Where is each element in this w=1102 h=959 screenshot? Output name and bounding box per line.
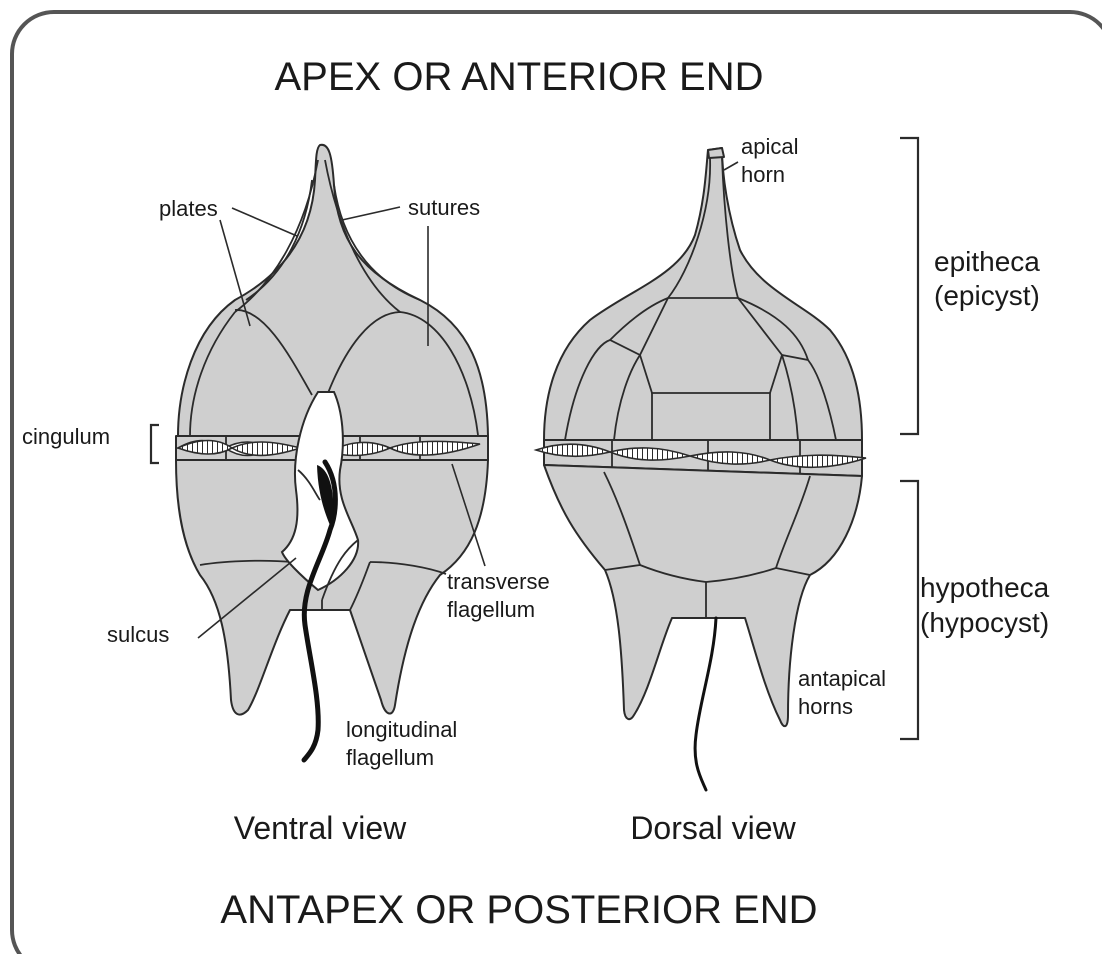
label-longitudinal-2: flagellum bbox=[346, 745, 434, 770]
label-sulcus: sulcus bbox=[107, 622, 169, 647]
label-epitheca-1: epitheca bbox=[934, 246, 1040, 277]
top-label: APEX OR ANTERIOR END bbox=[275, 55, 764, 99]
label-apical-1: apical bbox=[741, 134, 798, 159]
leader-plates bbox=[232, 208, 297, 236]
cingulum-bracket bbox=[151, 425, 159, 463]
label-transverse-2: flagellum bbox=[447, 597, 535, 622]
ventral-cell bbox=[176, 145, 488, 760]
label-apical-2: horn bbox=[741, 162, 785, 187]
leader-apical bbox=[724, 162, 738, 170]
ventral-view-title: Ventral view bbox=[234, 810, 407, 846]
epitheca-bracket bbox=[900, 138, 918, 434]
label-transverse-1: transverse bbox=[447, 569, 550, 594]
label-cingulum: cingulum bbox=[22, 424, 110, 449]
label-epitheca-2: (epicyst) bbox=[934, 280, 1040, 311]
label-plates: plates bbox=[159, 196, 218, 221]
dorsal-apical-pore bbox=[708, 148, 724, 158]
leader-sutures bbox=[342, 207, 400, 220]
dorsal-epitheca bbox=[544, 148, 862, 440]
hypotheca-bracket bbox=[900, 481, 918, 739]
label-hypotheca-2: (hypocyst) bbox=[920, 607, 1049, 638]
label-hypotheca-1: hypotheca bbox=[920, 572, 1050, 603]
label-longitudinal-1: longitudinal bbox=[346, 717, 457, 742]
bottom-label: ANTAPEX OR POSTERIOR END bbox=[220, 888, 817, 932]
dorsal-longitudinal-flagellum bbox=[695, 618, 716, 790]
label-sutures: sutures bbox=[408, 195, 480, 220]
label-antapical-1: antapical bbox=[798, 666, 886, 691]
label-antapical-2: horns bbox=[798, 694, 853, 719]
dorsal-view-title: Dorsal view bbox=[630, 810, 796, 846]
